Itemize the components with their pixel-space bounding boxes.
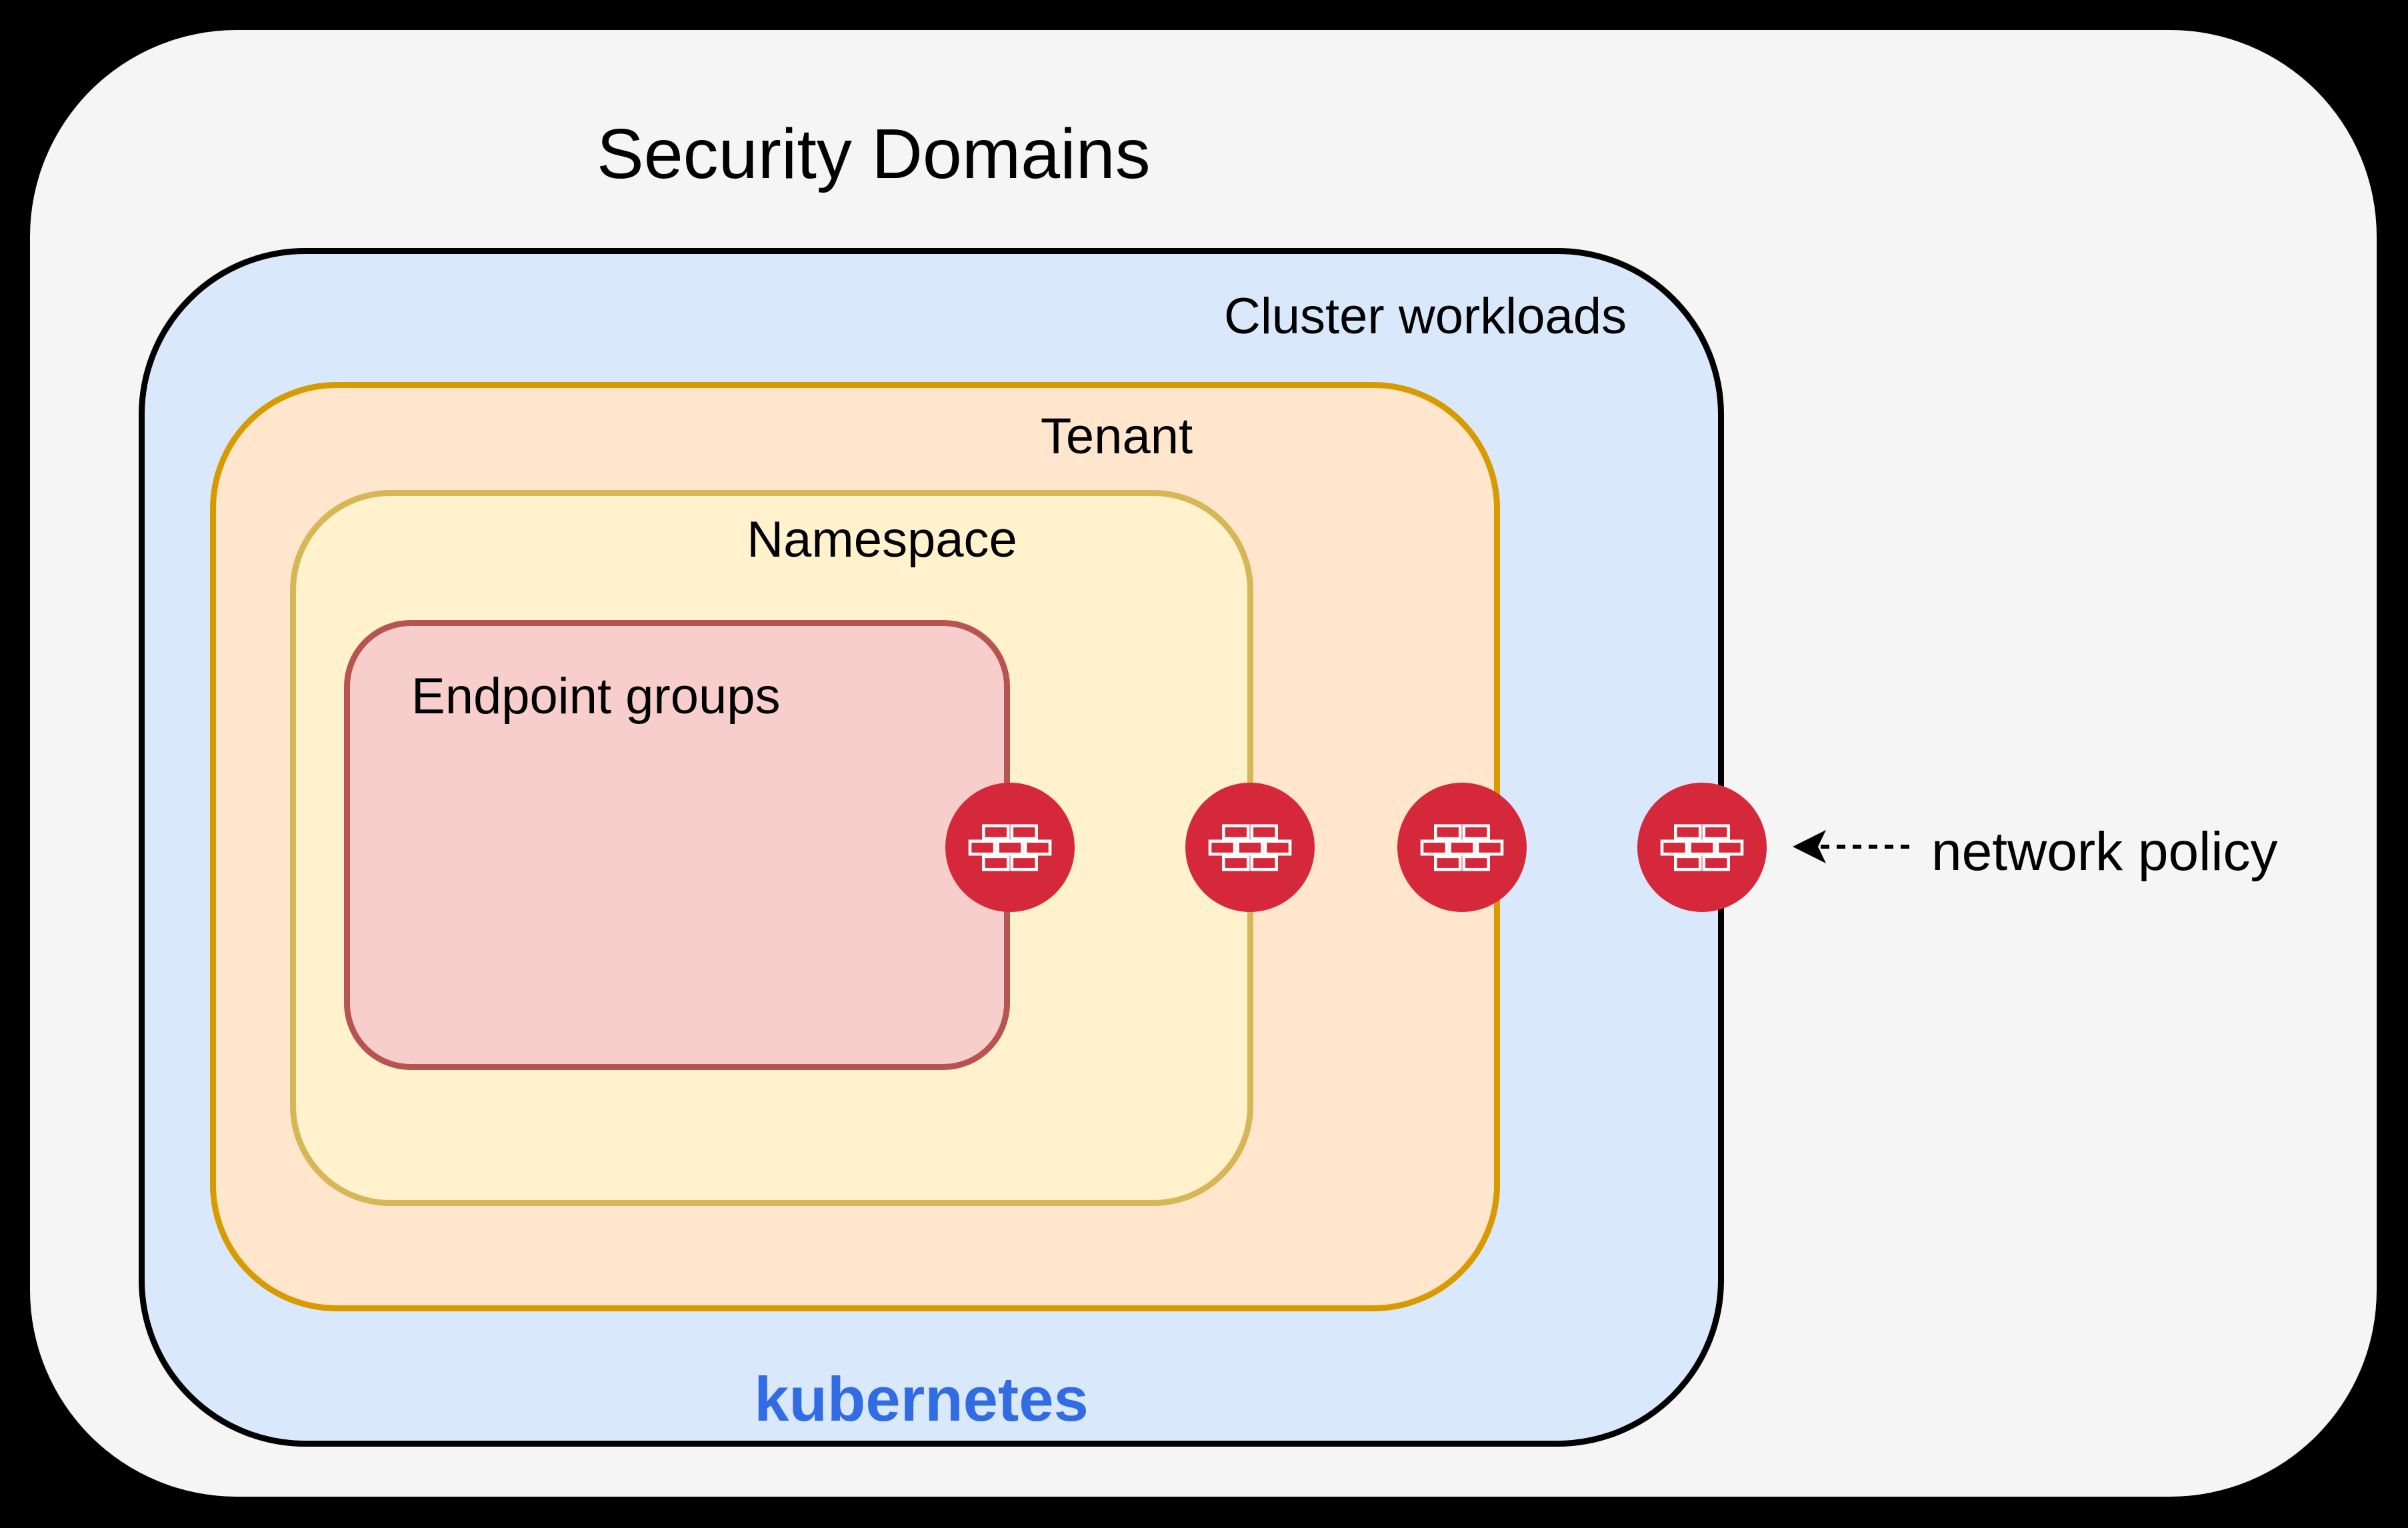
firewall-brick-wall-icon [1208,824,1292,871]
domain-label-namespace: Namespace [747,511,1017,568]
network-policy-endpoint-boundary [945,783,1075,912]
network-policy-namespace-boundary [1185,783,1315,912]
domain-label-endpoint-groups: Endpoint groups [411,668,781,725]
diagram-surface: Security Domains Cluster workloads Tenan… [30,30,2377,1497]
firewall-brick-wall-icon [1420,824,1504,871]
network-policy-tenant-boundary [1397,783,1527,912]
network-policy-arrow [1793,830,1910,863]
network-policy-label: network policy [1931,821,2278,882]
firewall-brick-wall-icon [968,824,1052,871]
firewall-brick-wall-icon [1660,824,1744,871]
domain-label-tenant: Tenant [1040,408,1193,465]
diagram-title: Security Domains [597,115,1151,193]
kubernetes-wordmark: kubernetes [754,1364,1089,1434]
domain-label-cluster-workloads: Cluster workloads [1224,288,1627,345]
network-policy-cluster-boundary [1637,783,1767,912]
